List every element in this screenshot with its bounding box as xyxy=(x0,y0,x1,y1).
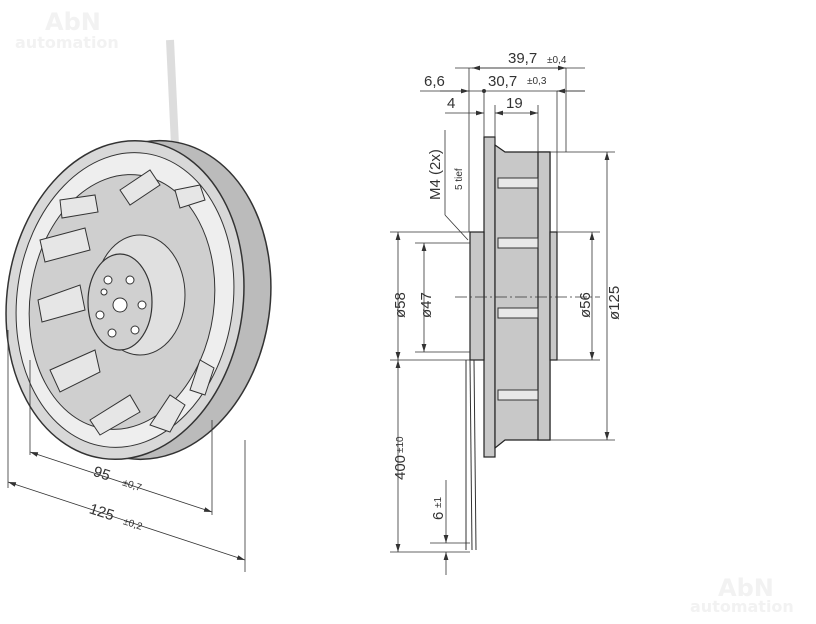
side_view-dimensions-overall_depth-tolerance-label: ±0,4 xyxy=(547,55,567,66)
dim-6: 6 ±1 xyxy=(430,497,447,520)
thread-depth-note: 5 tief xyxy=(454,168,465,190)
dim-d56: ø56 xyxy=(577,292,594,318)
perspective_view-dimensions-outer_diameter-tolerance-label: ±0,2 xyxy=(122,516,144,533)
dim-39-7: 39,7 xyxy=(508,50,537,67)
dim-4: 4 xyxy=(447,95,455,112)
perspective_view-dimensions-inner_diameter-tolerance-label: ±0,7 xyxy=(121,477,143,494)
watermark-top-left: AbN automation xyxy=(15,8,119,52)
watermark-bottom-right: AbN automation xyxy=(690,574,794,616)
dim-95: 95 ±0,7 xyxy=(91,463,143,494)
watermark-line1-label: AbN xyxy=(45,8,101,36)
perspective_view-dimensions-outer_diameter-value-label: 125 xyxy=(87,500,116,524)
side_view-dimensions-lead_length-value-label: 400 xyxy=(392,455,409,480)
dim-6-6: 6,6 xyxy=(424,73,445,90)
perspective_view-dimensions-inner_diameter-value-label: 95 xyxy=(91,463,112,484)
side_view-dimensions-strip_length-value-label: 6 xyxy=(430,512,447,520)
side_view-dimensions-strip_length-tolerance-label: ±1 xyxy=(433,497,444,508)
dim-d58: ø58 xyxy=(392,292,409,318)
dim-125: 125 ±0,2 xyxy=(87,500,144,533)
fan-side-view: 39,7 ±0,4 6,6 30,7 ±0,3 4 19 M4 (2x) 5 t… xyxy=(390,50,623,575)
dim-400: 400 ±10 xyxy=(392,436,409,480)
side_view-dimensions-body_depth-tolerance-label: ±0,3 xyxy=(527,76,547,87)
watermark-line2-label: automation xyxy=(15,33,119,52)
thread-label: M4 (2x) xyxy=(427,149,444,200)
dim-19: 19 xyxy=(506,95,523,112)
dim-d125: ø125 xyxy=(606,286,623,320)
fan-perspective-view: 95 ±0,7 125 ±0,2 xyxy=(5,39,272,572)
side_view-dimensions-lead_length-tolerance-label: ±10 xyxy=(395,436,406,453)
dim-d47: ø47 xyxy=(418,292,435,318)
watermark-line2-label: automation xyxy=(690,597,794,616)
dim-30-7: 30,7 xyxy=(488,73,517,90)
watermark-line1-label: AbN xyxy=(718,574,774,602)
